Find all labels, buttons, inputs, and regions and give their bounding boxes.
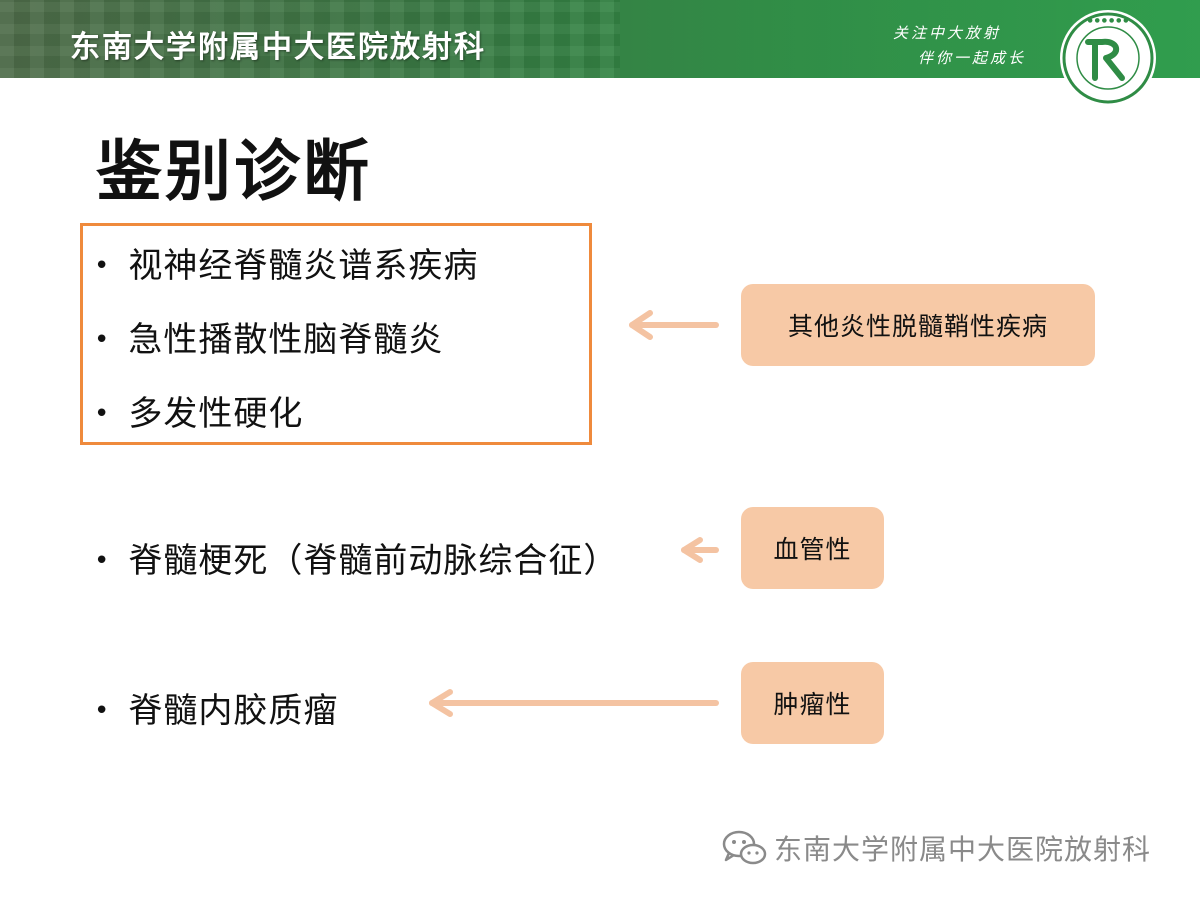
- header-slogan-line1: 关注中大放射: [893, 24, 1002, 42]
- list-item: • 急性播散性脑脊髓炎: [94, 312, 443, 361]
- header-title: 东南大学附属中大医院放射科: [70, 30, 486, 65]
- hospital-radiology-logo-icon: ● ● ● ● ● ●: [1060, 10, 1156, 106]
- list-item-text: 视神经脊髓炎谱系疾病: [128, 246, 479, 286]
- header-banner: 东南大学附属中大医院放射科 关注中大放射 伴你一起成长: [0, 0, 1200, 78]
- bullet-dot: •: [94, 546, 111, 576]
- tag-tumor: 肿瘤性: [741, 662, 884, 744]
- list-item-text: 脊髓梗死（脊髓前动脉综合征）: [128, 541, 619, 581]
- wechat-icon: [722, 830, 767, 865]
- bullet-dot: •: [94, 696, 111, 726]
- list-item-infarct: • 脊髓梗死（脊髓前动脉综合征）: [94, 533, 618, 582]
- list-item: • 多发性硬化: [94, 386, 303, 435]
- header-slogan-line2: 伴你一起成长: [918, 49, 1027, 67]
- bullet-dot: •: [94, 251, 111, 281]
- list-item-text: 多发性硬化: [128, 394, 304, 434]
- tag-vascular: 血管性: [741, 507, 884, 589]
- page-title: 鉴别诊断: [96, 133, 372, 210]
- header-texture: [0, 0, 620, 78]
- bullet-dot: •: [94, 325, 111, 355]
- list-item-tumor: • 脊髓内胶质瘤: [94, 683, 338, 732]
- list-item: • 视神经脊髓炎谱系疾病: [94, 238, 478, 287]
- arrow-left-inflammatory: [629, 310, 719, 340]
- watermark-text: 东南大学附属中大医院放射科: [774, 833, 1152, 866]
- diagnosis-group-box: [80, 223, 592, 445]
- bullet-dot: •: [94, 399, 111, 429]
- list-item-text: 急性播散性脑脊髓炎: [128, 320, 444, 360]
- list-item-text: 脊髓内胶质瘤: [128, 691, 339, 731]
- tag-inflammatory: 其他炎性脱髓鞘性疾病: [741, 284, 1095, 366]
- arrow-left-vascular: [681, 537, 719, 563]
- svg-text:● ● ● ● ● ●: ● ● ● ● ● ●: [1088, 17, 1129, 24]
- watermark: 东南大学附属中大医院放射科: [720, 828, 1151, 868]
- arrow-left-tumor: [429, 689, 719, 717]
